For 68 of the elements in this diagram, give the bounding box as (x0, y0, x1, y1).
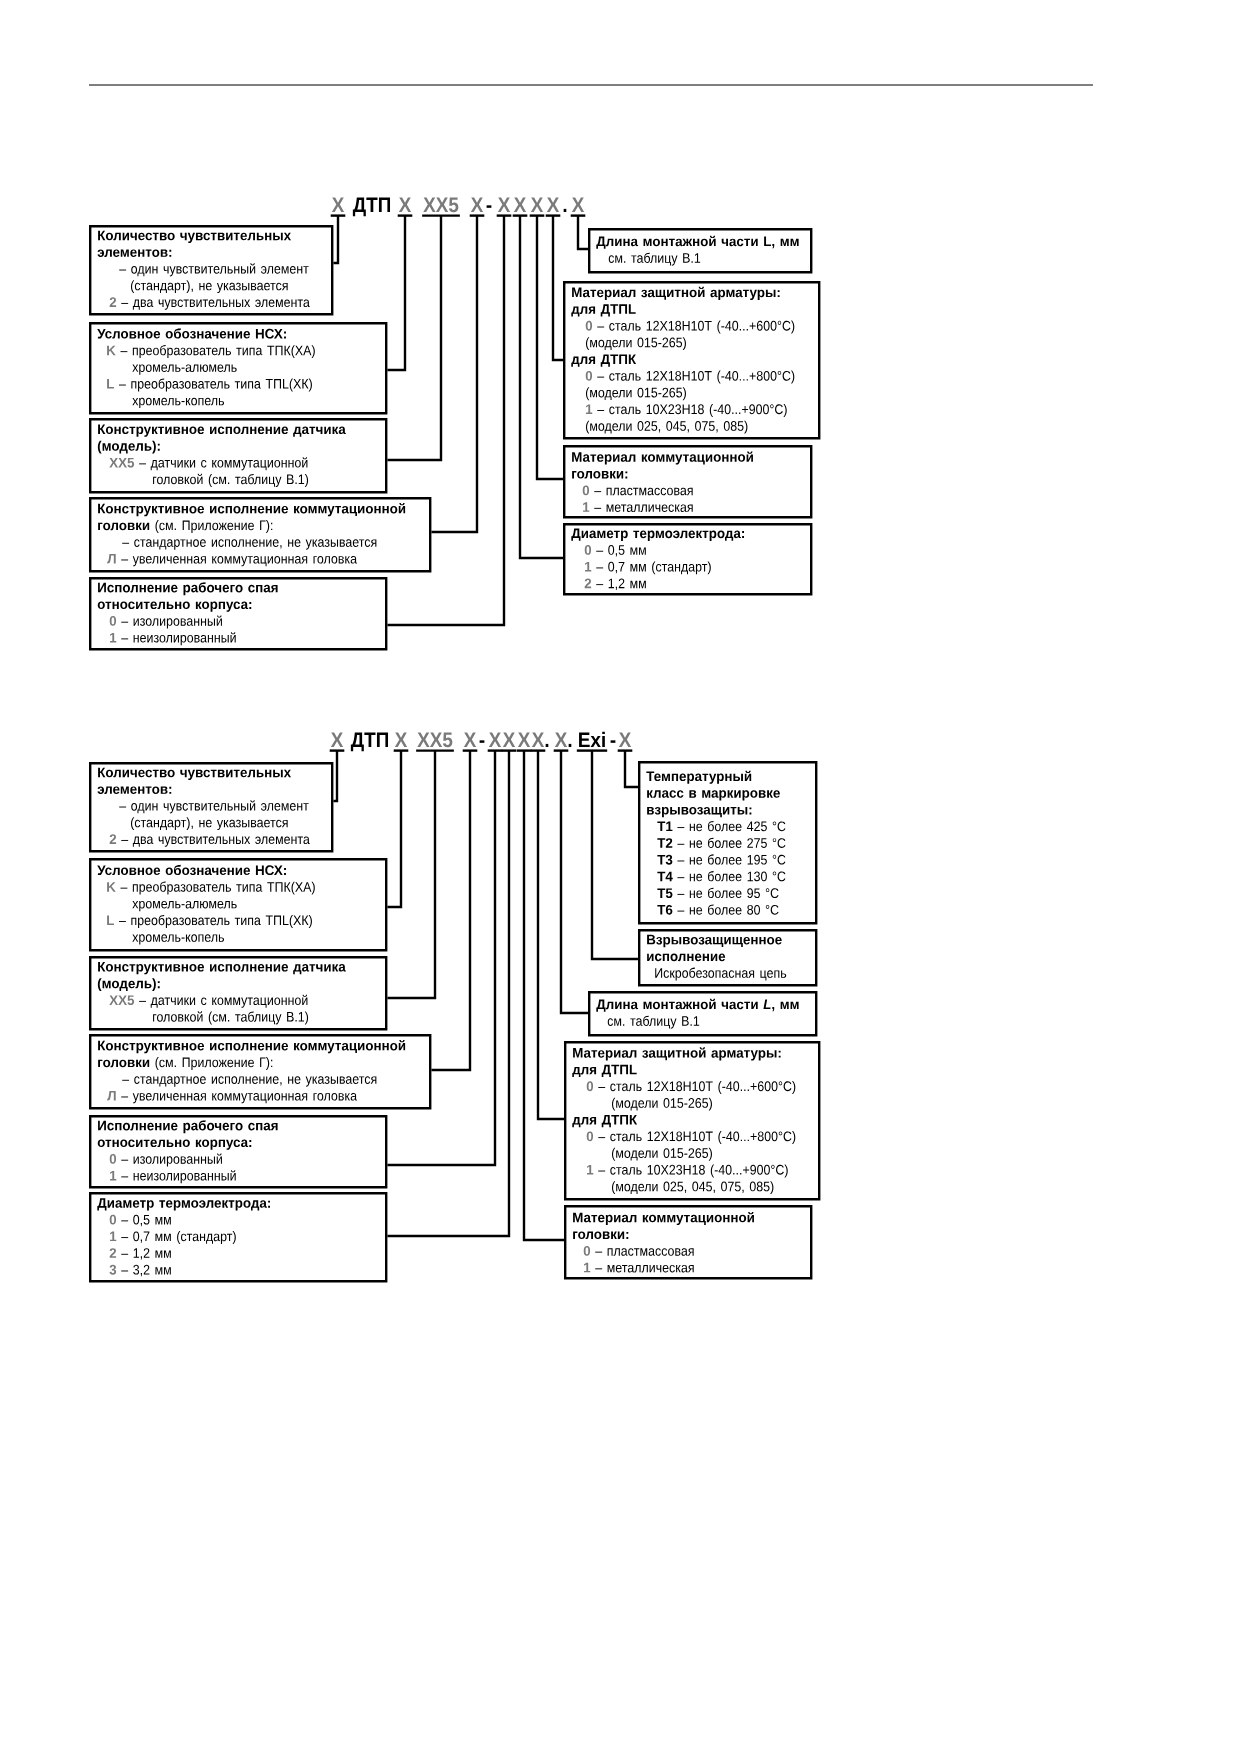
connector-line (387, 750, 511, 1238)
connector-line (387, 215, 506, 627)
connector-line (431, 750, 472, 1072)
connector-line (559, 750, 588, 1015)
option-box: Конструктивное исполнение коммутационной головки (см. Приложение Г): – стандартное исполнение, не указывается Л – увеличенная коммутационная головка (89, 497, 432, 573)
option-box: Конструктивное исполнение коммутационной головки (см. Приложение Г): – стандартное исполнение, не указывается Л – увеличенная коммутационная головка (89, 1034, 432, 1110)
connector-line (522, 750, 564, 1242)
fill-in-line: X (397, 197, 413, 217)
option-box: Длина монтажной части L, мм см. таблицу В.1 (588, 228, 813, 274)
fill-in-line: X (487, 732, 503, 752)
code-prefix: ДТП (352, 197, 390, 217)
option-box: Исполнение рабочего спая относительно корпуса: 0 – изолированный 1 – неизолированный (89, 1115, 388, 1189)
fill-in-line: X (570, 197, 586, 217)
connector-line (576, 215, 588, 251)
option-box: Конструктивное исполнение датчика (модель): XX5 – датчики с коммутационной головкой (см. таблицу В.1) (89, 418, 388, 494)
fill-in-line: X (617, 732, 633, 752)
code-separator: - (610, 740, 616, 743)
connector-line (551, 215, 563, 362)
connector-line (535, 215, 563, 481)
option-box: Диаметр термоэлектрода: 0 – 0,5 мм 1 – 0,7 мм (стандарт) 2 – 1,2 мм (563, 523, 813, 596)
connector-line (333, 750, 339, 803)
option-box: Диаметр термоэлектрода: 0 – 0,5 мм 1 – 0,7 мм (стандарт) 2 – 1,2 мм 3 – 3,2 мм (89, 1192, 388, 1283)
option-box: Материал защитной арматуры: для ДТПL 0 – сталь 12Х18Н10Т (-40...+600°C) (модели 015-265) для ДТПК 0 – сталь 12Х18Н10Т (-40...+800°C) (модели 015-265) 1 – сталь 10Х23Н18 (-40...+900°C) (модели 025, 045, 075, 085) (563, 281, 821, 440)
fill-in-line: X (330, 197, 346, 217)
fill-in-line: Exi (576, 731, 608, 752)
connector-line (431, 215, 479, 534)
connector-line (387, 215, 407, 372)
option-box: Материал коммутационной головки: 0 – пластмассовая 1 – металлическая (564, 1205, 813, 1280)
option-box: Исполнение рабочего спая относительно корпуса: 0 – изолированный 1 – неизолированный (89, 577, 388, 651)
connector-line (333, 215, 340, 265)
option-box: Конструктивное исполнение датчика (модель): XX5 – датчики с коммутационной головкой (см. таблицу В.1) (89, 956, 388, 1031)
option-box: Длина монтажной части L, мм см. таблицу В.1 (588, 991, 818, 1037)
option-box: Взрывозащищенное исполнение Искробезопасная цепь (638, 929, 818, 987)
fill-in-line: X (545, 197, 561, 217)
fill-in-line: X (329, 732, 345, 752)
connector-line (590, 750, 638, 961)
fill-in-line: X (462, 732, 478, 752)
code-separator: . (568, 743, 572, 747)
code-separator: . (563, 208, 567, 212)
connector-line (623, 750, 638, 789)
fill-in-line: XX5 (416, 732, 454, 752)
fill-in-line: X (496, 197, 512, 217)
option-box: Условное обозначение НСХ: K – преобразователь типа ТПК(ХА) хромель-алюмель L – преобразователь типа ТПL(ХК) хромель-копель (89, 322, 388, 415)
fill-in-line: XX5 (422, 197, 460, 217)
code-separator: - (486, 205, 492, 208)
option-box: Количество чувствительных элементов: – один чувствительный элемент (стандарт), не указывается 2 – два чувствительных элемента (89, 225, 334, 316)
connector-line (387, 750, 437, 1000)
fill-in-line: X (512, 197, 528, 217)
code-prefix: ДТП (350, 732, 388, 752)
option-box: Количество чувствительных элементов: – один чувствительный элемент (стандарт), не указывается 2 – два чувствительных элемента (89, 762, 334, 853)
fill-in-line: X (501, 732, 517, 752)
option-box: Материал коммутационной головки: 0 – пластмассовая 1 – металлическая (563, 445, 813, 519)
fill-in-line: X (393, 732, 409, 752)
fill-in-line: X (516, 732, 532, 752)
connector-line (387, 750, 403, 909)
option-box: Температурный класс в маркировке взрывозащиты: T1 – не более 425 °C T2 – не более 275 °C T3 – не более 195 °C T4 – не более 130 °C T5 – не более 95 °C T6 – не более 80 °C (638, 761, 818, 925)
connector-line (518, 215, 563, 560)
connector-line (536, 750, 564, 1121)
connector-line (387, 215, 443, 462)
code-separator: - (479, 740, 485, 743)
connector-line (387, 750, 497, 1167)
option-box: Материал защитной арматуры: для ДТПL 0 – сталь 12Х18Н10Т (-40...+600°C) (модели 015-265) для ДТПК 0 – сталь 12Х18Н10Т (-40...+800°C) (модели 015-265) 1 – сталь 10Х23Н18 (-40...+900°C) (модели 025, 045, 075, 085) (564, 1041, 821, 1201)
code-separator: . (545, 743, 549, 747)
fill-in-line: X (469, 197, 485, 217)
fill-in-line: X (529, 197, 545, 217)
fill-in-line: X (553, 732, 569, 752)
fill-in-line: X (530, 732, 546, 752)
option-box: Условное обозначение НСХ: K – преобразователь типа ТПК(ХА) хромель-алюмель L – преобразователь типа ТПL(ХК) хромель-копель (89, 858, 388, 952)
